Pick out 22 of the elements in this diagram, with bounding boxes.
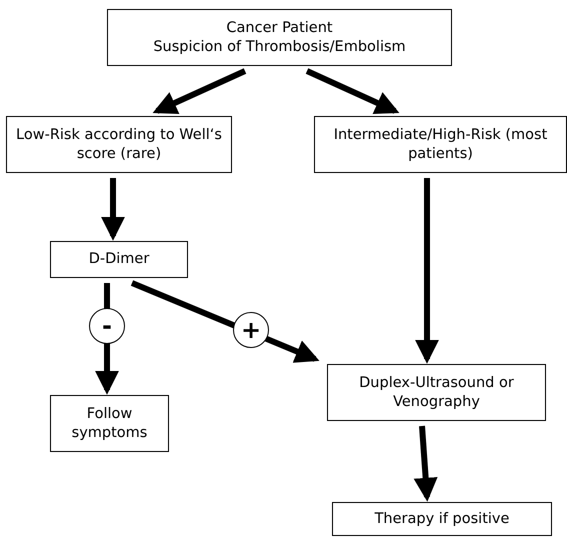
box-text: Cancer Patient: [226, 18, 333, 38]
box-text: Follow symptoms: [70, 404, 148, 442]
process-box: [6, 116, 232, 173]
process-box: [107, 9, 452, 66]
edge-label: -: [89, 308, 125, 344]
arrow: [306, 68, 400, 114]
box-text: Therapy if positive: [374, 510, 510, 528]
process-box: [314, 116, 567, 173]
box-text: Low-Risk according to Well‘s score (rare): [15, 126, 223, 164]
process-box: [332, 502, 552, 536]
box-text: Suspicion of Thrombosis/Embolism: [153, 38, 406, 56]
box-text: D-Dimer: [88, 250, 150, 269]
arrow: [414, 426, 438, 502]
process-box: [50, 241, 188, 278]
arrow: [101, 178, 125, 241]
arrow: [415, 178, 439, 364]
box-text: Intermediate/High-Risk (most patients): [332, 126, 548, 164]
arrow: [152, 68, 246, 114]
box-text: Duplex-Ultrasound or Venography: [358, 374, 515, 412]
process-box: [50, 395, 169, 452]
process-box: [327, 364, 546, 421]
edge-label: +: [233, 312, 269, 348]
